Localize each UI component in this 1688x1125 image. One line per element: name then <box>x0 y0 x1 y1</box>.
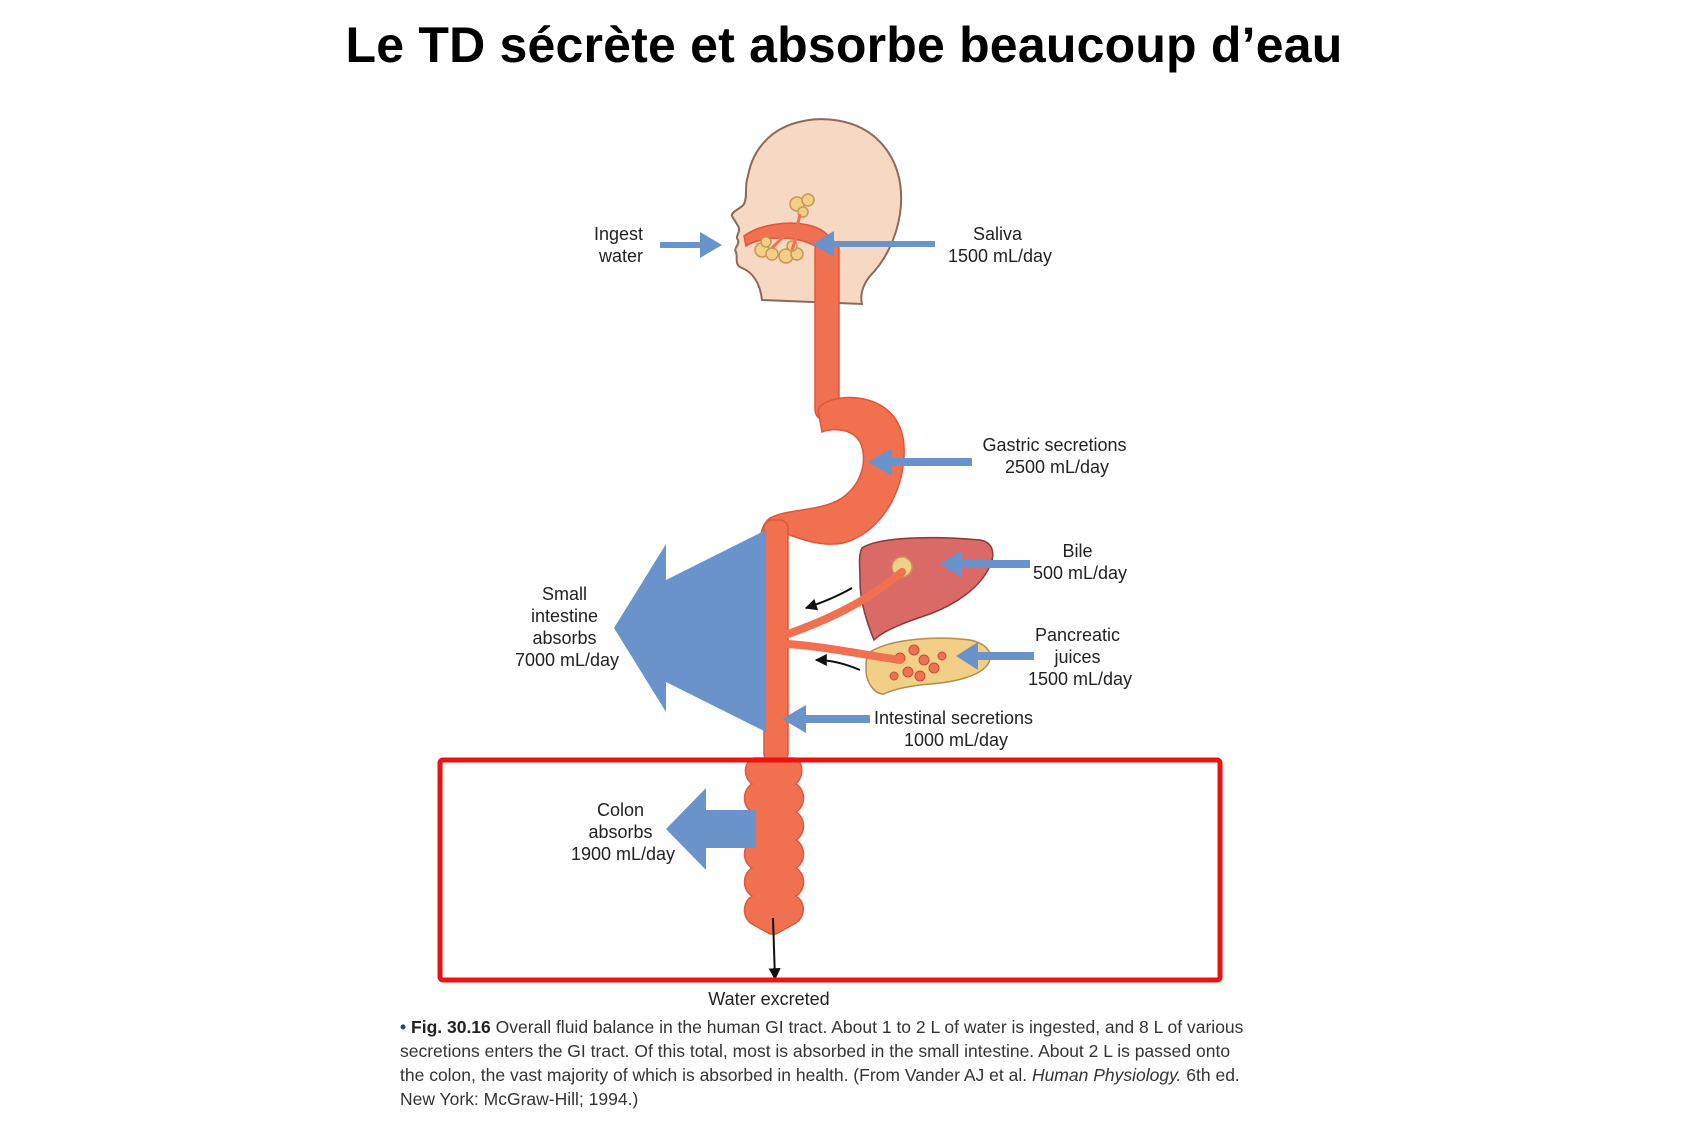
small-intestine-absorption-arrow <box>614 530 766 732</box>
ingest-water-arrow <box>660 232 722 258</box>
colon-highlight-box <box>437 757 1223 983</box>
caption-bullet: • <box>400 1017 407 1037</box>
small-intestine <box>763 519 789 763</box>
gastric-arrow <box>868 448 972 476</box>
esophagus <box>814 239 840 421</box>
caption-book-title: Human Physiology. <box>1031 1065 1182 1085</box>
intestinal-secretions-arrow <box>782 705 870 733</box>
colon-absorption-arrow <box>666 788 756 870</box>
figure-caption: • Fig. 30.16 Overall fluid balance in th… <box>400 1015 1252 1111</box>
pancreatic-flow-arrow <box>814 654 861 671</box>
pancreatic-juices-label: Pancreatic juices 1500 mL/day <box>1028 625 1132 689</box>
pancreatic-arrow <box>956 642 1034 670</box>
colon-absorbs-label: Colon absorbs 1900 mL/day <box>571 800 675 864</box>
pancreas <box>865 637 991 695</box>
flow-arrows <box>614 231 1034 870</box>
bile-arrow <box>940 550 1030 578</box>
ingest-water-label: Ingest water <box>594 224 648 266</box>
intestinal-secretions-label: Intestinal secretions 1000 mL/day <box>874 708 1038 750</box>
bile-flow-arrow <box>804 587 853 611</box>
caption-text: Overall fluid balance in the human GI tr… <box>400 1017 1244 1085</box>
saliva-arrow <box>812 231 935 257</box>
bile-label: Bile 500 mL/day <box>1033 541 1127 583</box>
page-title: Le TD sécrète et absorbe beaucoup d’eau <box>345 17 1343 73</box>
salivary-ducts <box>770 213 802 251</box>
water-excreted-label: Water excreted <box>708 989 829 1009</box>
bile-duct <box>784 568 906 638</box>
caption-figure-number: Fig. 30.16 <box>411 1017 491 1037</box>
pancreatic-duct <box>784 640 904 664</box>
gastric-secretions-label: Gastric secretions 2500 mL/day <box>982 435 1131 477</box>
excretion-line <box>768 917 781 981</box>
salivary-glands <box>754 193 815 264</box>
small-intestine-absorbs-label: Small intestine absorbs 7000 mL/day <box>515 584 619 670</box>
saliva-label: Saliva 1500 mL/day <box>948 224 1052 266</box>
caption-citation: 6th ed. New York: McGraw-Hill; 1994.) <box>400 1065 1240 1109</box>
